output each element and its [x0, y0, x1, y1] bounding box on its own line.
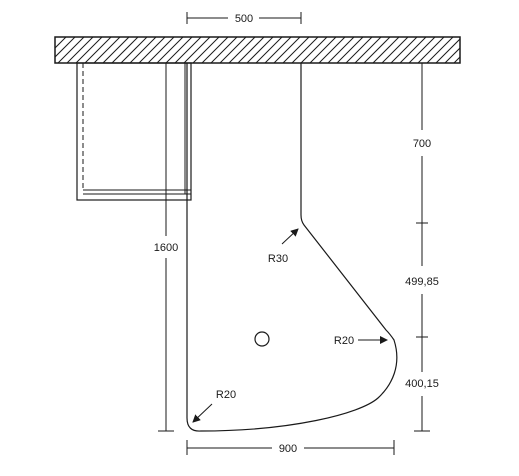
dimension-label-1600: 1600 — [154, 242, 178, 254]
hatch-line — [237, 37, 265, 63]
dimension-label-500: 500 — [235, 13, 253, 25]
radius-annotation-r20-bottom: R20 — [192, 389, 236, 423]
hatch-line — [354, 37, 382, 63]
hatch-line — [318, 37, 346, 63]
counter-outline — [186, 63, 398, 432]
hatch-line — [390, 37, 418, 63]
hatch-line — [417, 37, 445, 63]
hatch-line — [210, 37, 238, 63]
hatch-line — [291, 37, 319, 63]
hatch-line — [183, 37, 211, 63]
dimension-bottom-width: 900 — [186, 440, 395, 455]
hatch-line — [201, 37, 229, 63]
wall-cabinet — [76, 62, 192, 201]
hatch-line — [138, 37, 166, 63]
hatch-line — [336, 37, 364, 63]
hatch-line — [102, 37, 130, 63]
hatch-line — [463, 37, 489, 63]
dimension-label-400-15: 400,15 — [405, 378, 439, 390]
hatch-line — [165, 37, 193, 63]
radius-annotation-r20-right: R20 — [334, 335, 388, 347]
hatch-line — [472, 37, 498, 63]
hatch-line — [147, 37, 175, 63]
hatch-line — [156, 37, 184, 63]
radius-label-r20-bottom: R20 — [216, 389, 236, 401]
hatch-line — [75, 37, 103, 63]
hatch-line — [66, 37, 94, 63]
hatch-line — [120, 37, 148, 63]
wall-hatching — [55, 37, 498, 63]
hatch-line — [426, 37, 454, 63]
hatch-line — [174, 37, 202, 63]
dimension-right-chain: 700 499,85 400,15 — [405, 63, 439, 432]
hatch-line — [399, 37, 427, 63]
hatch-line — [111, 37, 139, 63]
dimension-label-700: 700 — [413, 138, 431, 150]
hatch-line — [327, 37, 355, 63]
radius-label-r20-right: R20 — [334, 335, 354, 347]
hatch-line — [372, 37, 400, 63]
radius-annotation-r30: R30 — [268, 228, 299, 265]
hatch-line — [345, 37, 373, 63]
hatch-line — [93, 37, 121, 63]
sink-hole — [254, 331, 270, 347]
dimension-label-499-85: 499,85 — [405, 276, 439, 288]
hatch-line — [228, 37, 256, 63]
wall — [54, 36, 498, 64]
hatch-line — [381, 37, 409, 63]
hatch-line — [300, 37, 328, 63]
radius-label-r30: R30 — [268, 253, 288, 265]
hatch-line — [57, 37, 85, 63]
hatch-line — [84, 37, 112, 63]
dimension-left-height: 1600 — [154, 63, 178, 432]
hatch-line — [453, 56, 460, 63]
hatch-line — [192, 37, 220, 63]
hatch-line — [264, 37, 292, 63]
hatch-line — [363, 37, 391, 63]
hatch-line — [444, 47, 460, 63]
dimension-top-width: 500 — [186, 12, 302, 25]
hatch-line — [219, 37, 247, 63]
hatch-line — [282, 37, 310, 63]
hatch-line — [255, 37, 283, 63]
dimension-label-900: 900 — [279, 443, 297, 455]
hatch-line — [408, 37, 436, 63]
hatch-line — [129, 37, 157, 63]
hatch-line — [55, 37, 67, 49]
hatch-line — [55, 37, 76, 58]
hatch-line — [273, 37, 301, 63]
hatch-line — [309, 37, 337, 63]
hatch-line — [435, 38, 460, 63]
hatch-line — [246, 37, 274, 63]
